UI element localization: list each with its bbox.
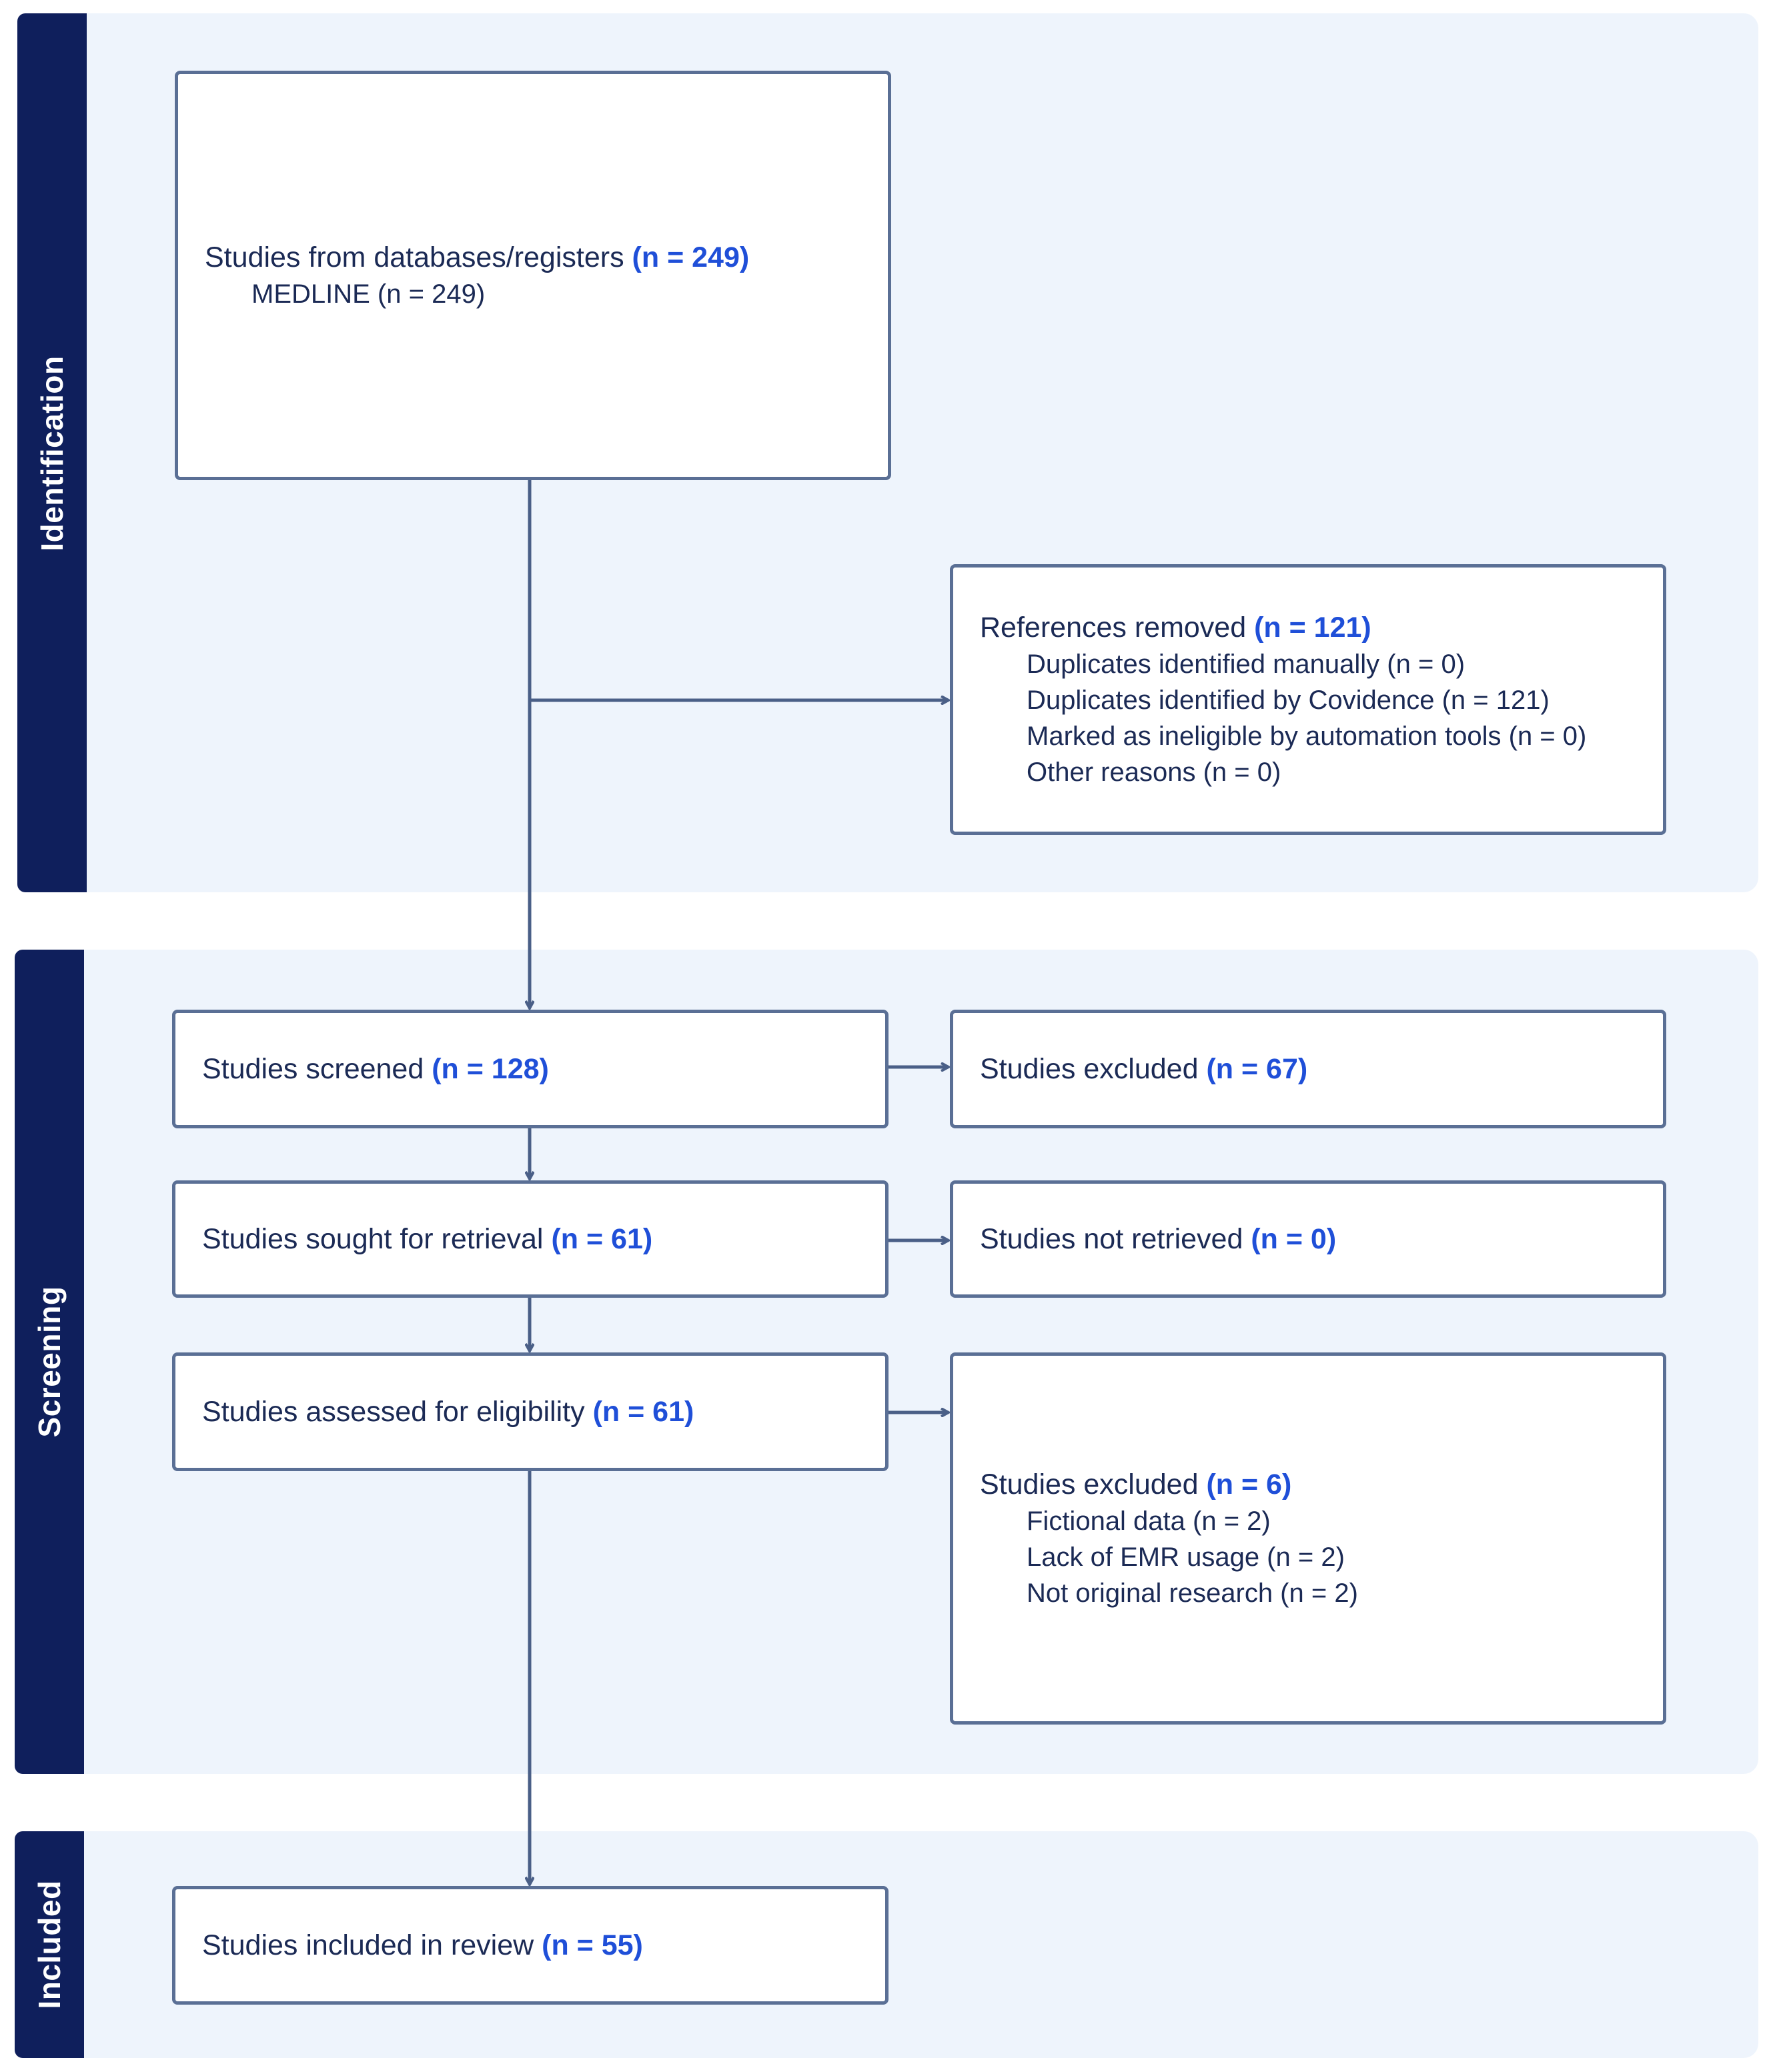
identification-phase-tab (17, 13, 87, 892)
included-label: Studies included in review (202, 1929, 534, 1961)
excluded-full-heading: Studies excluded (n = 6) (980, 1466, 1636, 1503)
assessed-count: (n = 61) (592, 1395, 694, 1428)
excluded-screen-box: Studies excluded (n = 67) (950, 1010, 1666, 1128)
excluded-screen-heading: Studies excluded (n = 67) (980, 1051, 1636, 1088)
excluded-full-count: (n = 6) (1206, 1468, 1292, 1500)
sought-box: Studies sought for retrieval (n = 61) (172, 1180, 889, 1298)
databases-item: MEDLINE (n = 249) (251, 279, 486, 309)
included-heading: Studies included in review (n = 55) (202, 1927, 858, 1964)
not-retrieved-count: (n = 0) (1251, 1222, 1337, 1255)
sought-heading: Studies sought for retrieval (n = 61) (202, 1221, 858, 1258)
not-retrieved-box: Studies not retrieved (n = 0) (950, 1180, 1666, 1298)
excluded-full-label: Studies excluded (980, 1468, 1199, 1500)
assessed-label: Studies assessed for eligibility (202, 1395, 585, 1428)
excluded-full-item: Not original research (n = 2) (1027, 1578, 1358, 1608)
removed-label: References removed (980, 611, 1247, 644)
screening-phase-tab (15, 950, 84, 1774)
excluded-screen-label: Studies excluded (980, 1052, 1199, 1085)
excluded-screen-count: (n = 67) (1206, 1052, 1308, 1085)
removed-item: Duplicates identified by Covidence (n = … (1027, 685, 1550, 715)
removed-count: (n = 121) (1254, 611, 1371, 644)
databases-count: (n = 249) (632, 241, 750, 273)
screened-box: Studies screened (n = 128) (172, 1010, 889, 1128)
removed-item: Marked as ineligible by automation tools… (1027, 721, 1587, 751)
removed-heading: References removed (n = 121) (980, 610, 1636, 646)
assessed-box: Studies assessed for eligibility (n = 61… (172, 1352, 889, 1471)
excluded-full-box: Studies excluded (n = 6) Fictional data … (950, 1352, 1666, 1725)
sought-count: (n = 61) (551, 1222, 653, 1255)
not-retrieved-heading: Studies not retrieved (n = 0) (980, 1221, 1636, 1258)
databases-box: Studies from databases/registers (n = 24… (175, 71, 891, 480)
removed-item: Other reasons (n = 0) (1027, 757, 1281, 787)
screened-heading: Studies screened (n = 128) (202, 1051, 858, 1088)
included-box: Studies included in review (n = 55) (172, 1886, 889, 2005)
screened-count: (n = 128) (432, 1052, 549, 1085)
removed-item: Duplicates identified manually (n = 0) (1027, 649, 1465, 679)
included-phase-tab (15, 1831, 84, 2058)
included-count: (n = 55) (542, 1929, 643, 1961)
excluded-full-item: Fictional data (n = 2) (1027, 1506, 1271, 1536)
databases-heading: Studies from databases/registers (n = 24… (205, 239, 861, 276)
not-retrieved-label: Studies not retrieved (980, 1222, 1243, 1255)
excluded-full-item: Lack of EMR usage (n = 2) (1027, 1542, 1345, 1572)
removed-box: References removed (n = 121) Duplicates … (950, 564, 1666, 835)
assessed-heading: Studies assessed for eligibility (n = 61… (202, 1394, 858, 1430)
sought-label: Studies sought for retrieval (202, 1222, 544, 1255)
screened-label: Studies screened (202, 1052, 424, 1085)
databases-label: Studies from databases/registers (205, 241, 624, 273)
